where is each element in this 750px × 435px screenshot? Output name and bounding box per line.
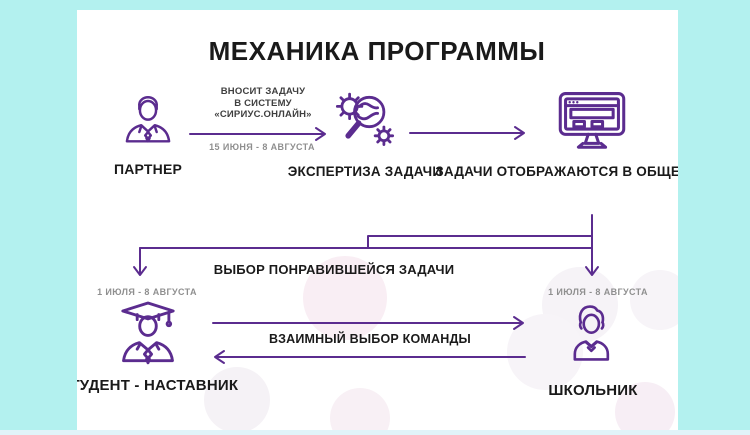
diagram-card: МЕХАНИКА ПРОГРАММЫ (77, 10, 678, 430)
partner-label: ПАРТНЕР (113, 161, 183, 177)
expertise-label: ЭКСПЕРТИЗА ЗАДАЧИ (287, 164, 443, 179)
decor-circle (204, 367, 270, 430)
choose-task-label: ВЫБОР ПОНРАВИВШЕЙСЯ ЗАДАЧИ (213, 262, 455, 277)
decor-circle (630, 270, 678, 330)
choose-dates-right: 1 ИЮЛЯ - 8 АВГУСТА (548, 287, 648, 297)
decor-circle (615, 382, 675, 430)
decor-circle (507, 314, 583, 390)
task-list-label: ЗАДАЧИ ОТОБРАЖАЮТСЯ В ОБЩЕМ СПИСКЕ (435, 164, 678, 179)
gear-magnifier-icon (335, 92, 395, 146)
pupil-icon (573, 305, 610, 361)
graduate-icon (121, 301, 175, 365)
decor-circle (303, 256, 387, 340)
decor-circle (330, 388, 390, 430)
bottom-strip (0, 430, 750, 435)
student-label: СТУДЕНТ - НАСТАВНИК (77, 377, 239, 394)
choose-dates-left: 1 ИЮЛЯ - 8 АВГУСТА (97, 287, 197, 297)
submit-note: ВНОСИТ ЗАДАЧУ В СИСТЕМУ «СИРИУС.ОНЛАЙН» (214, 86, 312, 120)
mutual-choice-label: ВЗАИМНЫЙ ВЫБОР КОМАНДЫ (269, 332, 471, 346)
monitor-icon (558, 92, 626, 149)
businessman-icon (125, 96, 171, 143)
submit-dates: 15 ИЮНЯ - 8 АВГУСТА (209, 142, 315, 152)
connector-lines (133, 126, 599, 364)
pupil-label: ШКОЛЬНИК (548, 382, 638, 399)
page-title: МЕХАНИКА ПРОГРАММЫ (208, 36, 546, 66)
